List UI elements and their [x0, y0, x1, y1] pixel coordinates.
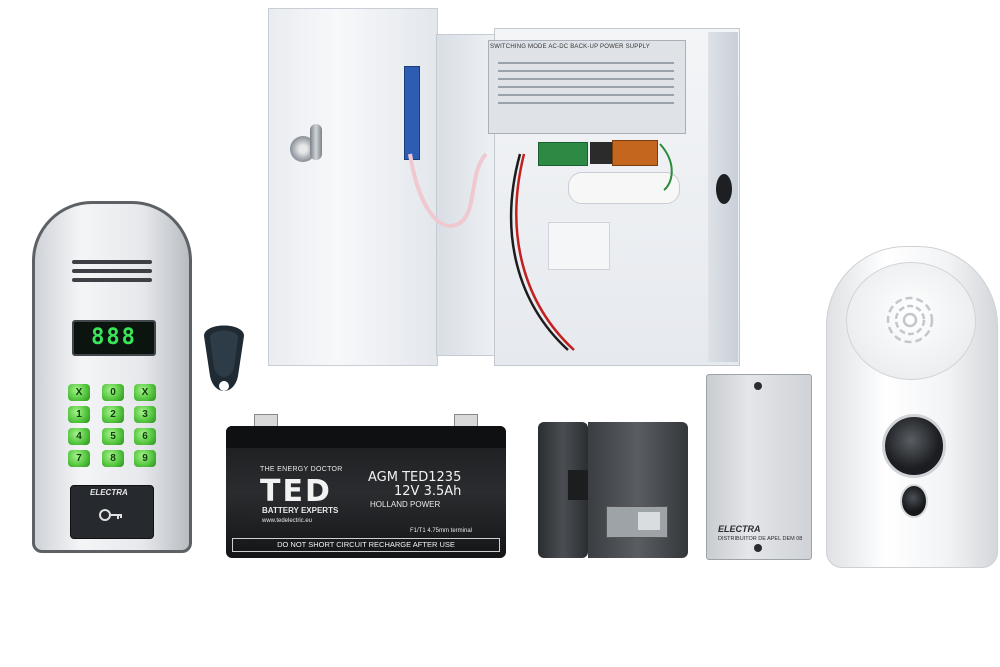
cabinet-window	[568, 172, 680, 204]
battery-warning: DO NOT SHORT CIRCUIT RECHARGE AFTER USE	[232, 538, 500, 552]
battery-terminal-spec: F1/T1 4.75mm terminal	[410, 528, 473, 534]
battery-tagline: THE ENERGY DOCTOR	[260, 466, 343, 473]
screw-icon	[754, 544, 762, 552]
key-button[interactable]: 7	[68, 450, 90, 467]
door-open-button[interactable]	[900, 484, 928, 518]
battery-bay	[548, 222, 610, 270]
key-button[interactable]: X	[134, 384, 156, 401]
power-module-label	[488, 40, 686, 134]
wires-icon	[408, 143, 673, 351]
key-button[interactable]: 8	[102, 450, 124, 467]
speaker-dome	[846, 262, 976, 380]
key-button[interactable]: 3	[134, 406, 156, 423]
label-text-lines	[498, 62, 674, 64]
call-button[interactable]	[882, 414, 946, 478]
speaker-grille-icon	[886, 296, 934, 344]
key-button[interactable]: 9	[134, 450, 156, 467]
battery-rating: 12V 3.5Ah	[394, 484, 462, 499]
cam-lock-icon	[290, 124, 322, 164]
power-supply-cabinet: SWITCHING MODE AC-DC BACK-UP POWER SUPPL…	[268, 4, 740, 366]
terminal-block-orange	[612, 140, 658, 166]
lock-release-plate	[606, 506, 668, 538]
lock-latch-slot	[568, 470, 588, 500]
battery-maker: HOLLAND POWER	[370, 500, 441, 509]
battery-website: www.tedelectric.eu	[262, 518, 313, 524]
battery-brand: TED	[260, 474, 332, 509]
battery	[226, 426, 506, 558]
distributor-brand: ELECTRA	[718, 524, 761, 534]
card-reader	[70, 485, 154, 539]
battery-model: AGM TED1235	[368, 470, 462, 485]
battery-lid	[226, 426, 506, 448]
key-button[interactable]: 5	[102, 428, 124, 445]
terminal-block-green	[538, 142, 588, 166]
cable-entry-hole	[716, 174, 732, 204]
battery-brand-sub: BATTERY EXPERTS	[262, 506, 339, 515]
key-button[interactable]: 4	[68, 428, 90, 445]
power-module-title: SWITCHING MODE AC-DC BACK-UP POWER SUPPL…	[490, 44, 650, 50]
key-button[interactable]: X	[68, 384, 90, 401]
screw-icon	[754, 382, 762, 390]
panel-brand: ELECTRA	[90, 488, 128, 497]
rfid-keyfob-icon	[204, 325, 244, 391]
arrow-right-icon	[638, 512, 660, 530]
distributor-label: DISTRIBUITOR DE APEL DEM 08	[718, 536, 803, 542]
speaker-grille	[72, 260, 152, 264]
fuse-block	[590, 142, 612, 164]
cabinet-door-edge	[436, 34, 498, 356]
call-distributor-box	[706, 374, 812, 560]
seven-segment-display: 888	[72, 320, 156, 356]
key-icon	[99, 509, 122, 521]
key-button[interactable]: 6	[134, 428, 156, 445]
key-button[interactable]: 1	[68, 406, 90, 423]
key-button[interactable]: 0	[102, 384, 124, 401]
key-button[interactable]: 2	[102, 406, 124, 423]
